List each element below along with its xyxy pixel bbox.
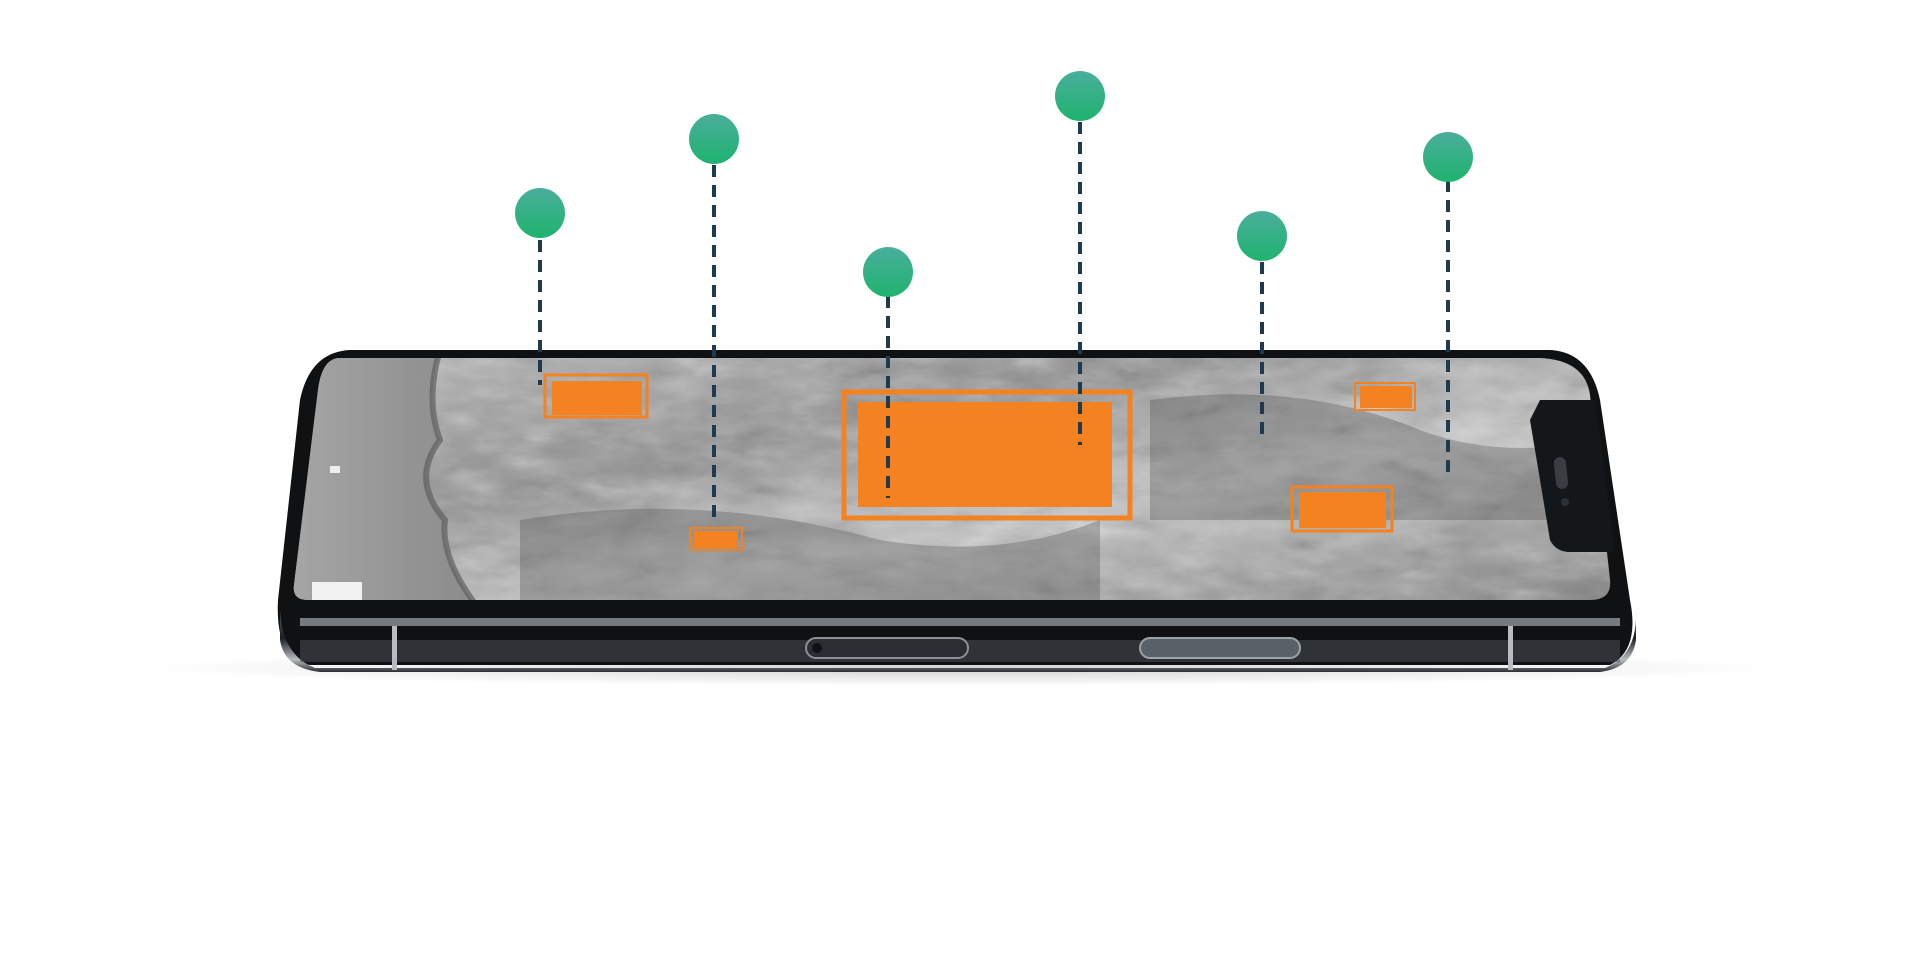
map-pin-dot-icon <box>1237 211 1287 261</box>
highlight-area-5 <box>1290 485 1394 533</box>
map-pins <box>515 71 1473 297</box>
highlight-area-2 <box>689 527 743 551</box>
highlight-area-1 <box>543 373 649 419</box>
phone-notch <box>1530 400 1615 552</box>
highlight-areas <box>543 373 1416 551</box>
side-button-icon <box>1139 637 1301 659</box>
highlight-area-4 <box>1354 382 1416 411</box>
highlight-area-3 <box>841 389 1133 521</box>
earpiece-speaker-icon <box>1553 457 1569 489</box>
map-pin-dot-icon <box>515 188 565 238</box>
map-pin-dot-icon <box>1423 132 1473 182</box>
map-pin-dot-icon <box>863 247 913 297</box>
map-corner-chip <box>312 582 362 600</box>
ocean-area <box>293 358 480 600</box>
map-pin-dot-icon <box>689 114 739 164</box>
volume-button-icon <box>805 637 969 659</box>
phone <box>277 350 1637 672</box>
front-camera-icon <box>1561 498 1569 506</box>
leader-lines <box>538 122 1450 518</box>
map-pin-dot-icon <box>1055 71 1105 121</box>
